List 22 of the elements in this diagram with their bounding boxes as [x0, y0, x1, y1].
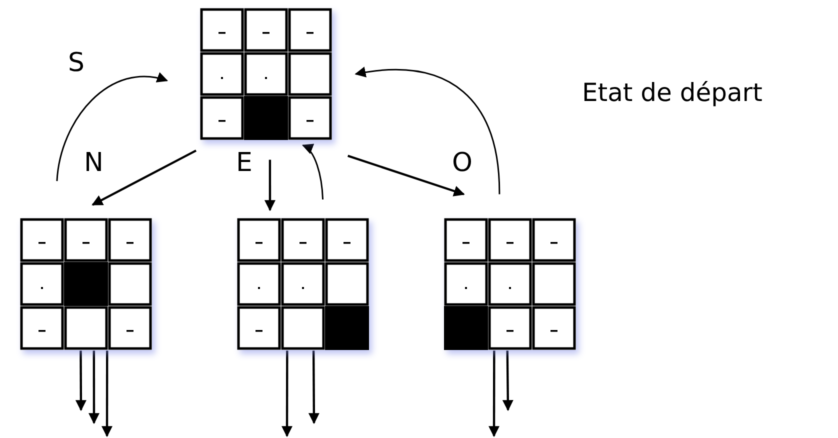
arrow [264, 160, 276, 212]
arrow [92, 150, 197, 206]
arrow [302, 144, 324, 200]
edge-label: S [68, 50, 85, 76]
arrow [354, 67, 500, 194]
arrow [308, 350, 320, 424]
arrow [502, 350, 514, 412]
puzzle-grid [237, 218, 369, 350]
arrow [282, 350, 293, 438]
arrow [56, 72, 168, 182]
puzzle-grid [200, 8, 332, 140]
edge-label: N [84, 150, 104, 176]
arrow [75, 350, 86, 412]
puzzle-grid [20, 218, 152, 350]
edge-label: O [452, 150, 472, 176]
arrow [488, 350, 500, 438]
puzzle-grid [444, 218, 576, 350]
arrow [102, 350, 113, 438]
arrow [88, 350, 100, 424]
note-text: Etat de départ [582, 80, 762, 105]
arrow [348, 154, 465, 196]
edge-label: E [236, 150, 252, 176]
